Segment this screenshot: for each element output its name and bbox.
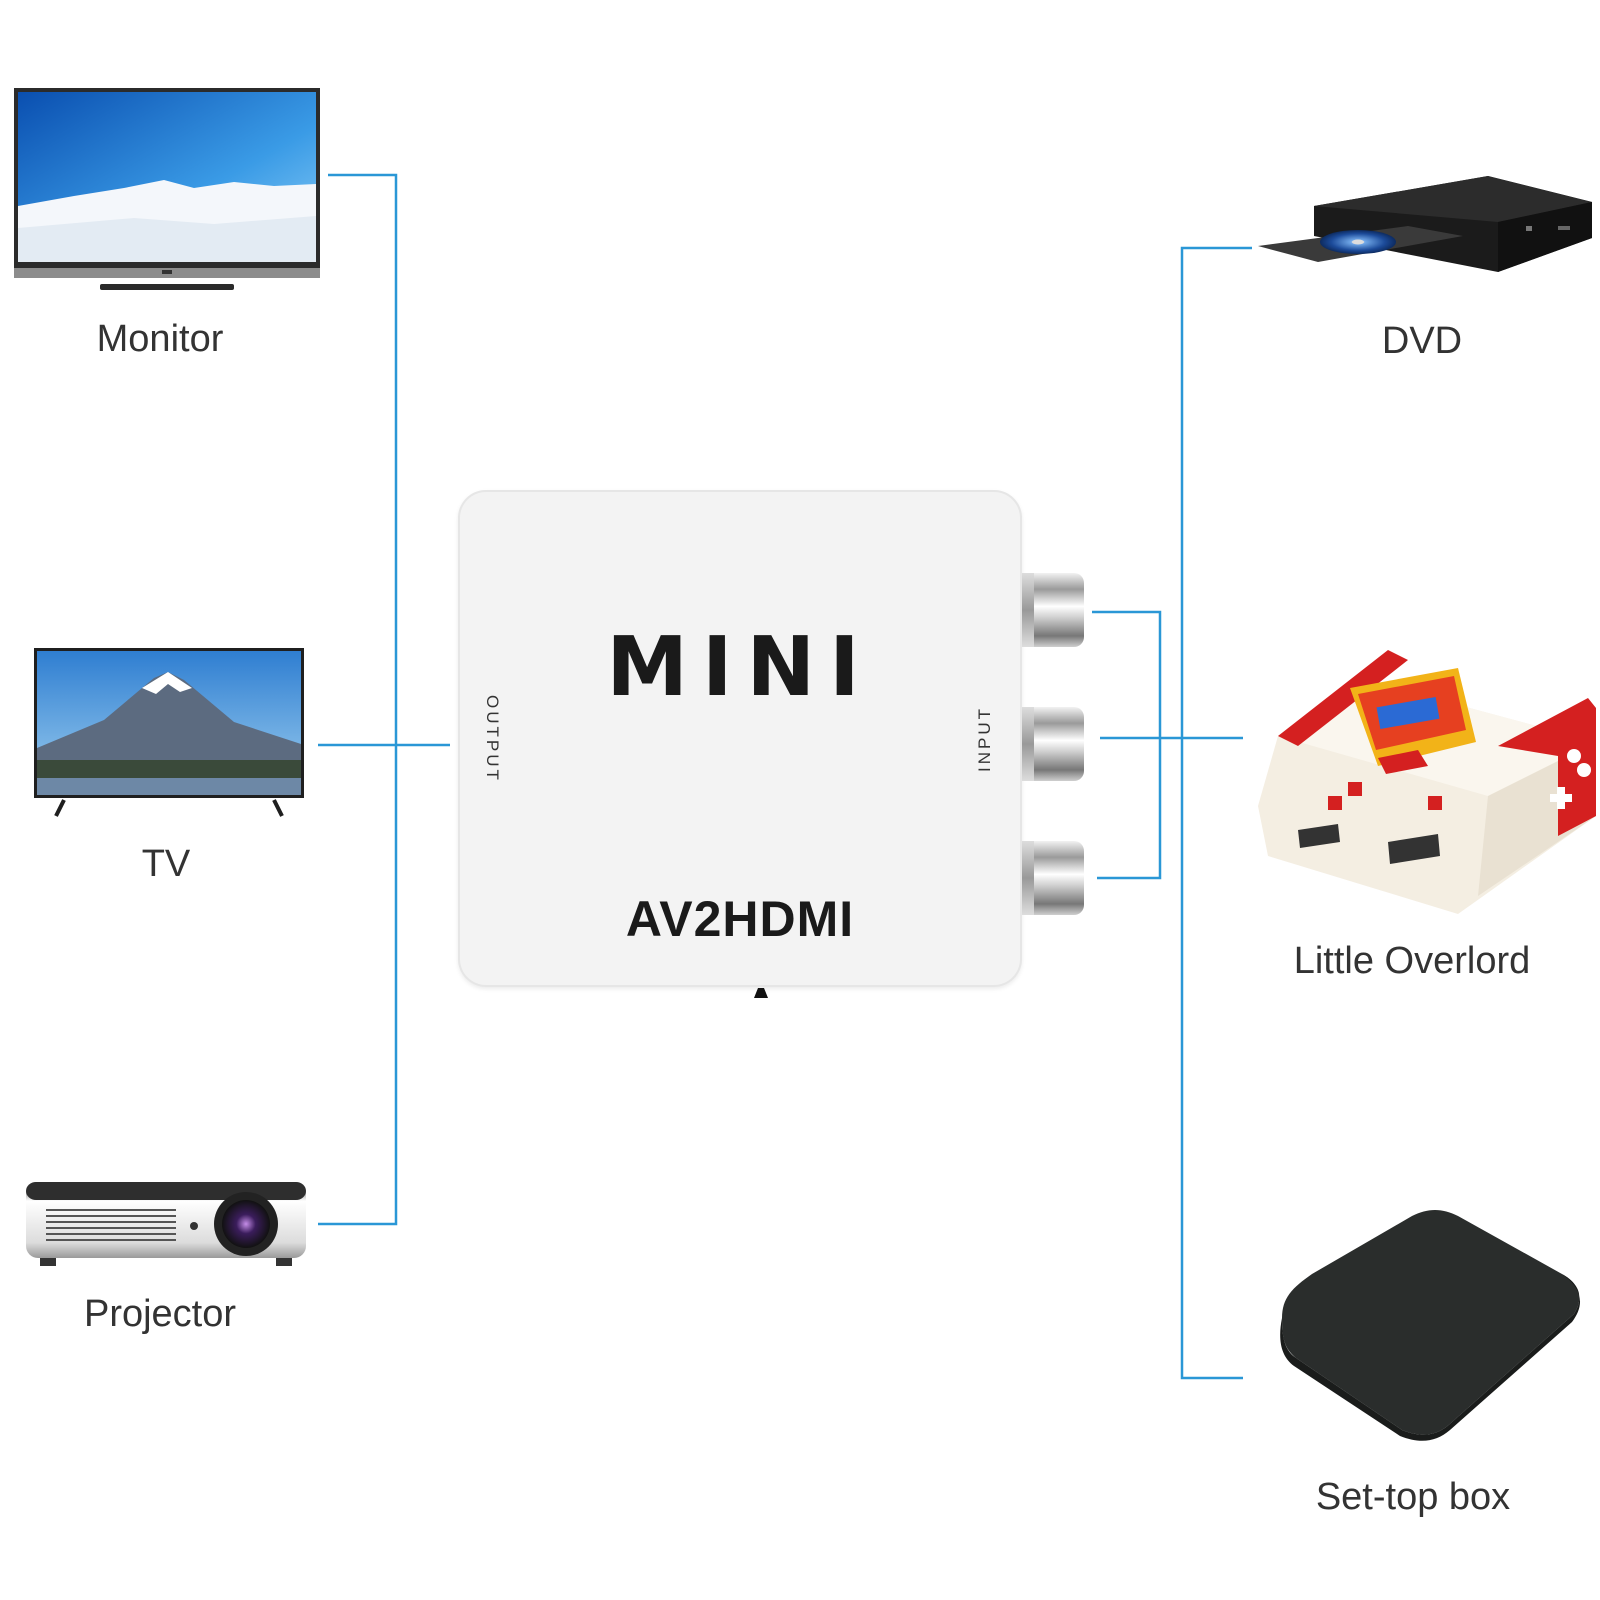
wire-monitor [318,173,398,1226]
model-text: AV2HDMI [625,891,855,947]
wire-dvd [1180,246,1252,1380]
av2hdmi-converter: MINI AV2HDMI [458,490,1022,987]
label-monitor: Monitor [96,318,224,360]
tv-icon [34,648,304,817]
cable-stub [754,988,768,998]
wire-rca-1 [1092,610,1162,880]
label-set-top-box: Set-top box [1315,1476,1511,1518]
label-tv: TV [141,843,191,885]
rca-jack-2 [1022,707,1084,781]
label-little-overlord: Little Overlord [1293,940,1531,982]
rca-jack-3 [1022,841,1084,915]
input-port-label: INPUT [975,706,994,772]
monitor-icon [14,88,320,290]
label-dvd: DVD [1381,320,1463,362]
brand-text: MINI [606,620,874,715]
projector-icon [26,1182,306,1266]
output-port-label: OUTPUT [483,695,502,783]
set-top-box-icon [1280,1210,1581,1441]
game-console-icon [1258,650,1596,914]
rca-jack-1 [1022,573,1084,647]
label-projector: Projector [83,1293,237,1335]
dvd-player-icon [1258,176,1592,272]
